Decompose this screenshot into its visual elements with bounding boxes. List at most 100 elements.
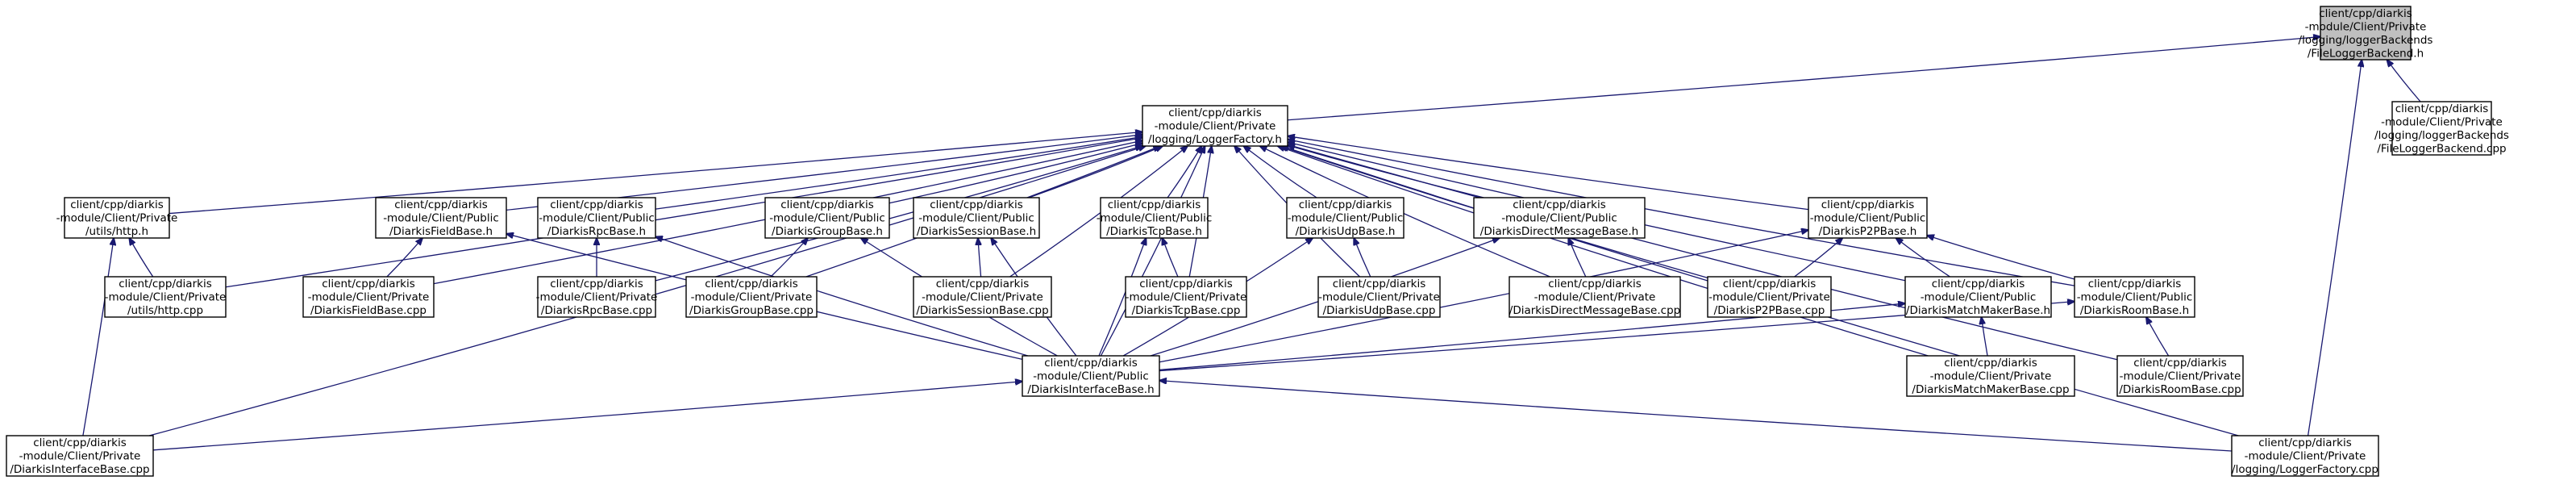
edge-p2p_base_cpp-to-p2p_base_h [1794,238,1843,278]
node-label-line: -module/Client/Private [1318,291,1440,304]
node-label-line: -module/Client/Private [105,291,227,304]
edge-logger_factory_cpp-to-interface_base_h [1159,381,2233,452]
node-label-line: /DiarkisP2PBase.h [1819,225,1917,238]
node-direct_message_base_h[interactable]: client/cpp/diarkis-module/Client/Public/… [1473,197,1646,239]
node-label-line: client/cpp/diarkis [1513,198,1605,211]
node-label-line: -module/Client/Private [19,450,141,463]
node-box [375,197,507,239]
edge-http_h-to-logger_factory_h [169,132,1142,215]
node-file_logger_backend_h[interactable]: client/cpp/diarkis-module/Client/Private… [2299,6,2433,61]
edge-interface_base_h-to-p2p_base_h [1159,230,1808,363]
node-label-line: client/cpp/diarkis [1821,198,1914,211]
edge-direct_message_base_cpp-to-direct_message_base_h [1568,238,1587,278]
node-box [913,197,1040,239]
edge-group_base_cpp-to-group_base_h [770,238,808,278]
node-udp_base_h[interactable]: client/cpp/diarkis-module/Client/Public/… [1286,197,1405,239]
edge-p2p_base_h-to-logger_factory_h [1288,136,1809,211]
edge-field_base_cpp-to-field_base_h [386,238,422,278]
node-session_base_cpp[interactable]: client/cpp/diarkis-module/Client/Private… [913,276,1052,318]
edge-rpc_base_h-to-logger_factory_h [655,136,1142,210]
node-group_base_h[interactable]: client/cpp/diarkis-module/Client/Public/… [764,197,890,239]
node-box [6,435,154,477]
node-box [2391,101,2492,156]
node-label-line: -module/Client/Private [691,291,813,304]
node-rpc_base_cpp[interactable]: client/cpp/diarkis-module/Client/Private… [536,276,658,318]
node-label-line: -module/Client/Public [383,212,499,225]
node-rpc_base_h[interactable]: client/cpp/diarkis-module/Client/Public/… [537,197,656,239]
node-tcp_base_cpp[interactable]: client/cpp/diarkis-module/Client/Private… [1125,276,1247,318]
node-direct_message_base_cpp[interactable]: client/cpp/diarkis-module/Client/Private… [1509,276,1681,318]
node-http_h[interactable]: client/cpp/diarkis-module/Client/Private… [56,197,178,239]
node-box [302,276,435,318]
node-label-line: client/cpp/diarkis [2088,278,2181,290]
node-logger_factory_cpp[interactable]: client/cpp/diarkis-module/Client/Private… [2231,435,2379,477]
node-label-line: -module/Client/Public [1288,212,1404,225]
node-field_base_cpp[interactable]: client/cpp/diarkis-module/Client/Private… [302,276,435,318]
node-http_cpp[interactable]: client/cpp/diarkis-module/Client/Private… [104,276,227,318]
node-file_logger_backend_cpp[interactable]: client/cpp/diarkis-module/Client/Private… [2374,101,2509,156]
node-label-line: -module/Client/Private [1708,291,1830,304]
node-field_base_h[interactable]: client/cpp/diarkis-module/Client/Public/… [375,197,507,239]
node-label-line: /DiarkisRoomBase.cpp [2119,383,2241,396]
node-label-line: /logging/LoggerFactory.cpp [2232,463,2378,476]
node-label-line: -module/Client/Private [1155,120,1276,133]
node-label-line: /DiarkisMatchMakerBase.cpp [1912,383,2069,396]
node-label-line: /DiarkisSessionBase.h [917,225,1036,238]
node-p2p_base_h[interactable]: client/cpp/diarkis-module/Client/Public/… [1808,197,1928,239]
node-label-line: /DiarkisRoomBase.h [2080,304,2189,317]
edge-interface_base_h-to-rpc_base_h [655,236,1028,357]
node-box [1317,276,1441,318]
node-label-line: /DiarkisTcpBase.h [1106,225,1202,238]
node-label-line: -module/Client/Public [1921,291,2037,304]
node-label-line: /DiarkisFieldBase.cpp [310,304,427,317]
node-label-line: -module/Client/Private [56,212,178,225]
edge-room_base_cpp-to-room_base_h [2146,317,2170,357]
node-label-line: client/cpp/diarkis [780,198,873,211]
node-match_maker_base_h[interactable]: client/cpp/diarkis-module/Client/Public/… [1904,276,2052,318]
node-label-line: client/cpp/diarkis [2319,7,2412,20]
node-label-line: -module/Client/Private [922,291,1043,304]
edge-tcp_base_cpp-to-tcp_base_h [1163,238,1179,278]
node-room_base_h[interactable]: client/cpp/diarkis-module/Client/Public/… [2074,276,2195,318]
node-box [913,276,1052,318]
edge-http_cpp-to-http_h [129,238,154,278]
node-label-line: -module/Client/Private [2305,20,2427,33]
edge-rpc_base_cpp-to-logger_factory_h [655,146,1142,282]
edge-logger_factory_h-to-file_logger_backend_h [1287,37,2320,121]
edge-interface_base_cpp-to-interface_base_h [152,382,1022,451]
node-label-line: -module/Client/Public [539,212,655,225]
node-interface_base_h[interactable]: client/cpp/diarkis-module/Client/Public/… [1022,355,1160,397]
node-group_base_cpp[interactable]: client/cpp/diarkis-module/Client/Private… [685,276,818,318]
node-label-line: client/cpp/diarkis [322,278,414,290]
node-p2p_base_cpp[interactable]: client/cpp/diarkis-module/Client/Private… [1707,276,1832,318]
edge-interface_base_cpp-to-logger_factory_h [148,146,1146,436]
node-match_maker_base_cpp[interactable]: client/cpp/diarkis-module/Client/Private… [1906,355,2075,397]
edge-interface_base_h-to-logger_factory_h [1100,146,1205,357]
node-label-line: /DiarkisP2PBase.cpp [1714,304,1825,317]
node-box [1142,105,1288,147]
edge-session_base_cpp-to-session_base_h [978,238,981,278]
edge-match_maker_base_cpp-to-match_maker_base_h [1981,317,1988,357]
node-label-line: /logging/LoggerFactory.h [1148,133,1282,146]
node-label-line: /DiarkisUdpBase.cpp [1323,304,1436,317]
node-interface_base_cpp[interactable]: client/cpp/diarkis-module/Client/Private… [6,435,154,477]
node-udp_base_cpp[interactable]: client/cpp/diarkis-module/Client/Private… [1317,276,1441,318]
node-logger_factory_h[interactable]: client/cpp/diarkis-module/Client/Private… [1142,105,1288,147]
node-label-line: client/cpp/diarkis [1944,357,2037,370]
node-box [537,276,656,318]
node-label-line: client/cpp/diarkis [1044,357,1137,370]
node-label-line: /DiarkisInterfaceBase.h [1027,383,1154,396]
node-label-line: -module/Client/Private [2381,115,2503,128]
node-session_base_h[interactable]: client/cpp/diarkis-module/Client/Public/… [913,197,1040,239]
node-label-line: /utils/http.cpp [127,304,203,317]
node-box [2074,276,2195,318]
node-tcp_base_h[interactable]: client/cpp/diarkis-module/Client/Public/… [1097,197,1213,239]
node-box [1286,197,1405,239]
node-box [1100,197,1209,239]
edge-room_base_h-to-p2p_base_h [1927,236,2075,280]
node-room_base_cpp[interactable]: client/cpp/diarkis-module/Client/Private… [2116,355,2244,397]
node-box [1904,276,2052,318]
node-box [1906,355,2075,397]
node-label-line: /DiarkisGroupBase.h [772,225,883,238]
